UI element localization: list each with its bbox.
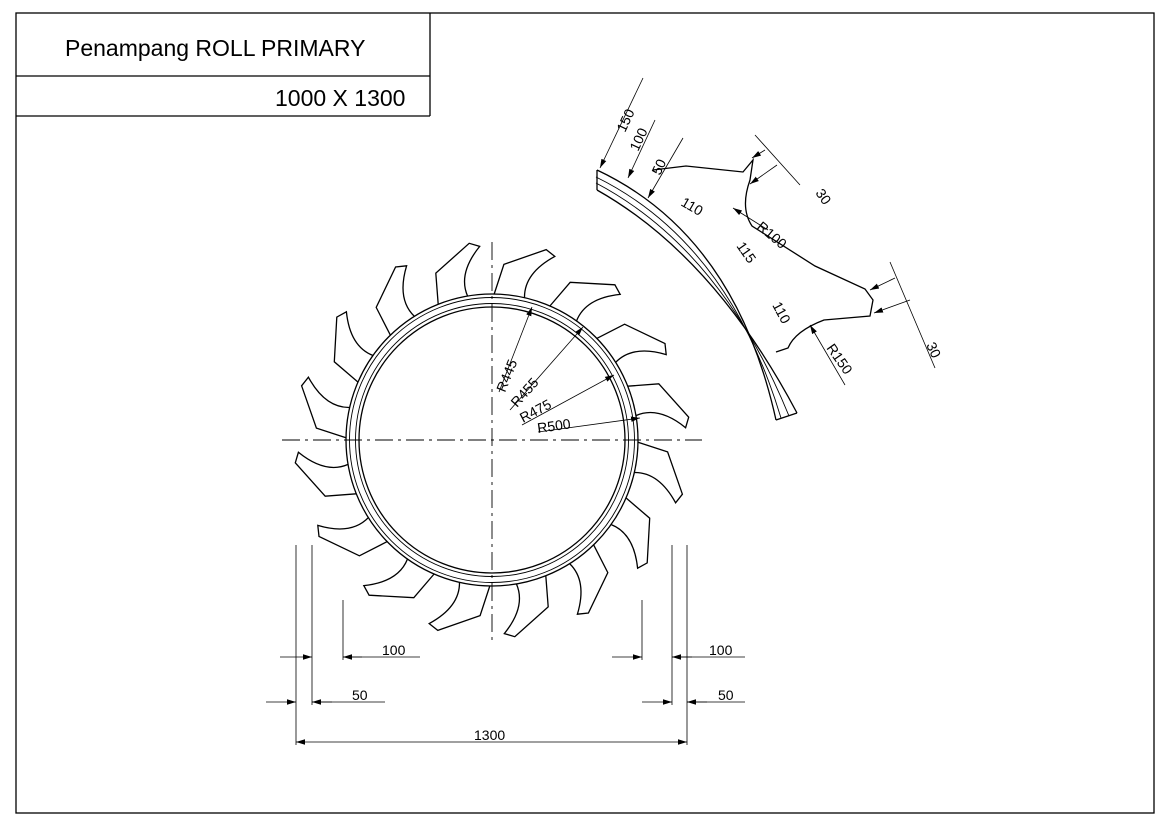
detail-dim-110-lower: 110 xyxy=(769,299,794,326)
roll-tooth xyxy=(362,558,435,599)
dim-overall-1300: 1300 xyxy=(474,727,505,743)
detail-dim-110-upper: 110 xyxy=(679,194,707,219)
roll-tooth xyxy=(333,310,374,383)
tooth-detail-view: 150 100 50 110 115 110 R100 R150 30 30 xyxy=(595,77,944,421)
detail-dim-30-upper: 30 xyxy=(813,186,835,208)
sheet-border xyxy=(15,12,1155,814)
roll-tooth xyxy=(596,323,667,363)
drawing-title: Penampang ROLL PRIMARY xyxy=(65,35,365,61)
drawing-size: 1000 X 1300 xyxy=(275,85,405,111)
roll-tooth xyxy=(435,242,481,305)
dim-right-100: 100 xyxy=(709,642,733,658)
roll-tooth xyxy=(503,575,549,638)
roll-tooth xyxy=(375,265,415,336)
title-block: Penampang ROLL PRIMARY 1000 X 1300 xyxy=(16,13,431,117)
roll-tooth xyxy=(428,582,491,632)
dim-left-50: 50 xyxy=(352,687,368,703)
roll-tooth xyxy=(569,544,609,615)
roll-tooth xyxy=(627,383,690,429)
roll-tooth xyxy=(317,517,388,557)
roll-tooth xyxy=(493,248,556,298)
roll-tooth xyxy=(300,376,350,439)
roll-tooth xyxy=(610,497,651,570)
detail-r150: R150 xyxy=(824,341,856,378)
ring-r475 xyxy=(349,297,635,583)
roll-teeth xyxy=(294,242,690,638)
label-r500: R500 xyxy=(536,415,572,436)
roll-tooth xyxy=(634,441,684,504)
detail-dim-30-lower: 30 xyxy=(923,340,944,361)
detail-dim-115: 115 xyxy=(734,239,760,267)
bottom-dimensions: 100 50 100 50 1300 xyxy=(266,545,745,745)
ring-r455 xyxy=(355,303,629,577)
ring-r500 xyxy=(345,293,639,587)
detail-dim-50: 50 xyxy=(648,156,669,177)
roll-tooth xyxy=(549,281,622,322)
dim-right-50: 50 xyxy=(718,687,734,703)
ring-r445 xyxy=(358,306,626,574)
roll-view: R445 R455 R475 R500 xyxy=(282,242,702,642)
roll-tooth xyxy=(294,451,357,497)
radius-leaders xyxy=(498,306,641,433)
dim-left-100: 100 xyxy=(382,642,406,658)
